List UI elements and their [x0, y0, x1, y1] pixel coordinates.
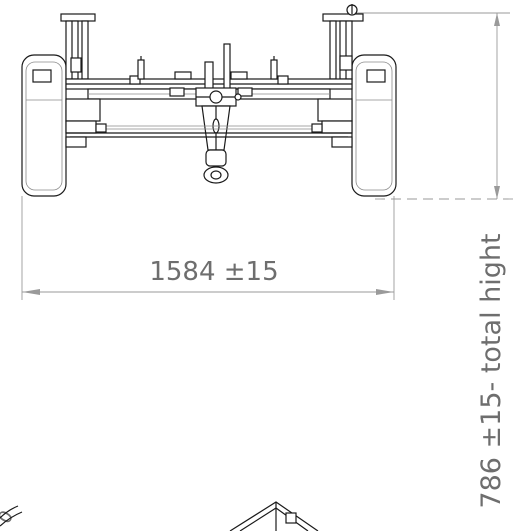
trailer-front-view [21, 4, 397, 197]
width-dimension-label: 1584 ±15 [149, 257, 278, 287]
axle-assembly [65, 98, 353, 148]
right-mast [322, 4, 364, 80]
lower-left-partial [0, 505, 23, 527]
height-dimension-label: 786 ±15- total hight [476, 233, 507, 508]
dimension-lines [21, 12, 515, 300]
left-mast [60, 13, 96, 80]
left-wheel [21, 54, 67, 197]
drawbar-hitch [195, 43, 242, 184]
right-wheel [351, 54, 397, 197]
lower-partial-view [229, 501, 319, 531]
